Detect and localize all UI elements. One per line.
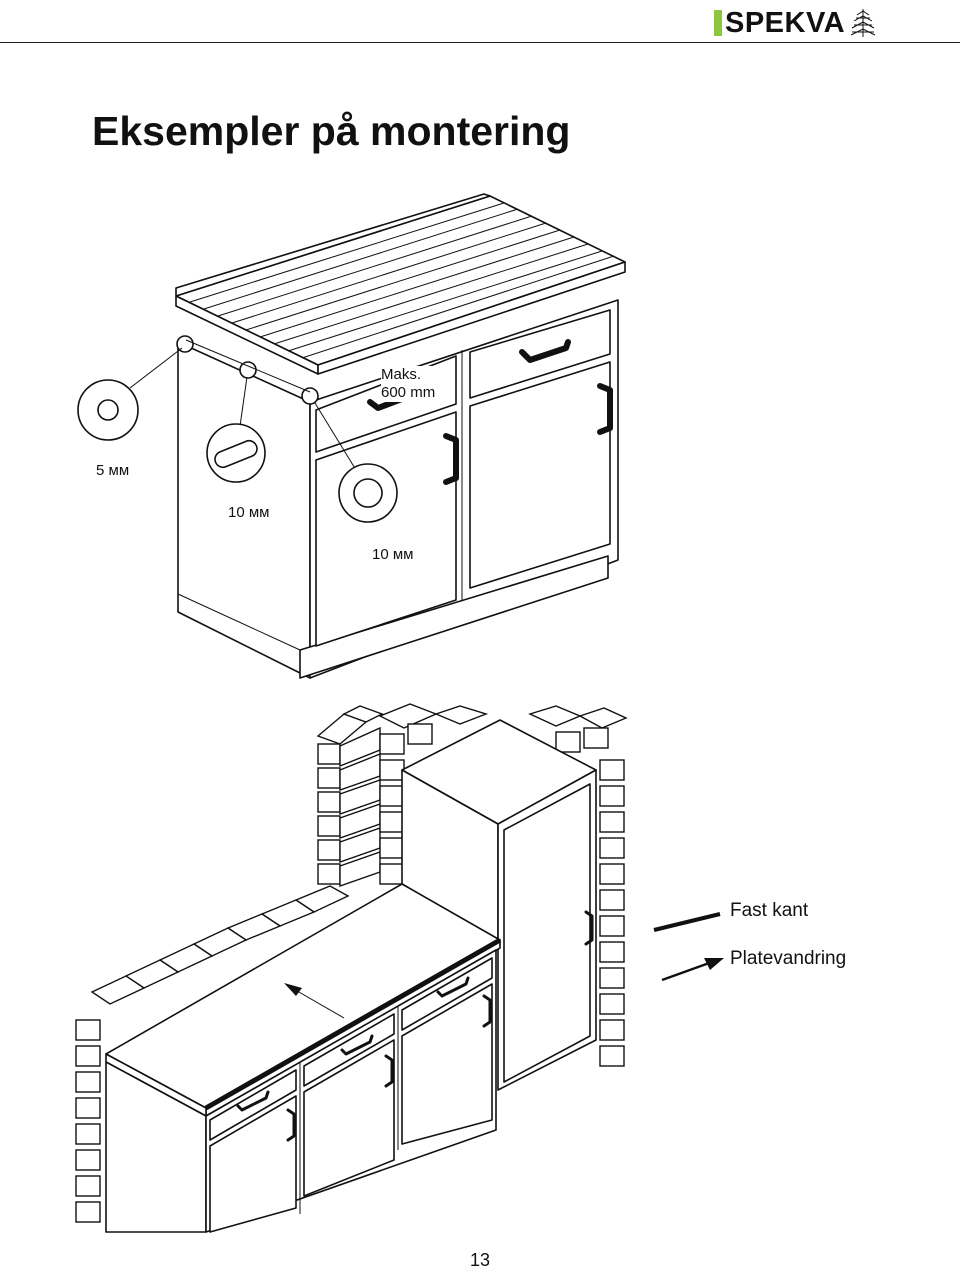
- brand-logo: SPEKVA: [714, 6, 877, 40]
- detail-hole-10mm: [353, 478, 383, 508]
- worktop-front: [317, 261, 626, 375]
- detail-hole-5mm: [97, 399, 119, 421]
- handle-door-left: [443, 433, 459, 485]
- max-label-line2: 600 mm: [381, 384, 436, 401]
- legend-movement-label: Platevandring: [730, 948, 847, 969]
- detail-slot-10mm: [214, 439, 258, 469]
- base-door-3: [401, 983, 493, 1145]
- brand-name: SPEKVA: [725, 6, 846, 39]
- brick-wall-back: [378, 703, 628, 1067]
- page-number: 13: [469, 1250, 491, 1270]
- detail-label-5mm: 5 мм: [96, 462, 130, 479]
- handle-base-drawer-2: [340, 1034, 374, 1056]
- tall-cabinet-door: [503, 783, 591, 1083]
- detail-label-10mm-slot: 10 мм: [228, 504, 270, 521]
- base-door-1: [209, 1095, 297, 1233]
- door-right: [469, 361, 611, 589]
- handle-door-right: [597, 383, 613, 435]
- legend-movement-arrow-icon: [661, 958, 724, 982]
- handle-base-door-3: [482, 994, 492, 1028]
- worktop-grooves: [189, 202, 615, 359]
- handle-base-drawer-3: [436, 976, 470, 998]
- base-drawer-2: [303, 1013, 395, 1087]
- detail-label-10mm-hole: 10 мм: [372, 546, 414, 563]
- worktop-upstand: [175, 193, 491, 297]
- handle-base-door-2: [384, 1054, 394, 1088]
- legend-fixed-edge-line: [653, 912, 721, 932]
- handle-base-door-1: [286, 1108, 296, 1142]
- cabinet-plinth: [299, 555, 609, 679]
- fixed-edge-highlight: [204, 937, 502, 1111]
- max-distance-label: Maks. 600 mm: [381, 366, 436, 402]
- bracket-point-1: [176, 335, 194, 353]
- max-label-line1: Maks.: [381, 366, 422, 383]
- worktop-movement-arrow: [284, 983, 345, 1019]
- base-door-2: [303, 1039, 395, 1197]
- logo-accent-bar: [714, 10, 722, 36]
- bracket-point-2: [239, 361, 257, 379]
- page-title: Eksempler på montering: [92, 108, 571, 154]
- tree-logo-icon: [850, 9, 876, 37]
- brick-wall-low: [75, 885, 350, 1223]
- handle-drawer-right: [519, 339, 571, 363]
- legend-fixed-edge-label: Fast kant: [730, 900, 809, 921]
- handle-tall-cabinet: [584, 910, 594, 946]
- handle-base-drawer-1: [236, 1090, 270, 1112]
- bracket-point-3: [301, 387, 319, 405]
- figure-corner-kitchen: [75, 703, 724, 1233]
- header-rule: [0, 42, 960, 43]
- brick-wall-left-column: [316, 705, 384, 887]
